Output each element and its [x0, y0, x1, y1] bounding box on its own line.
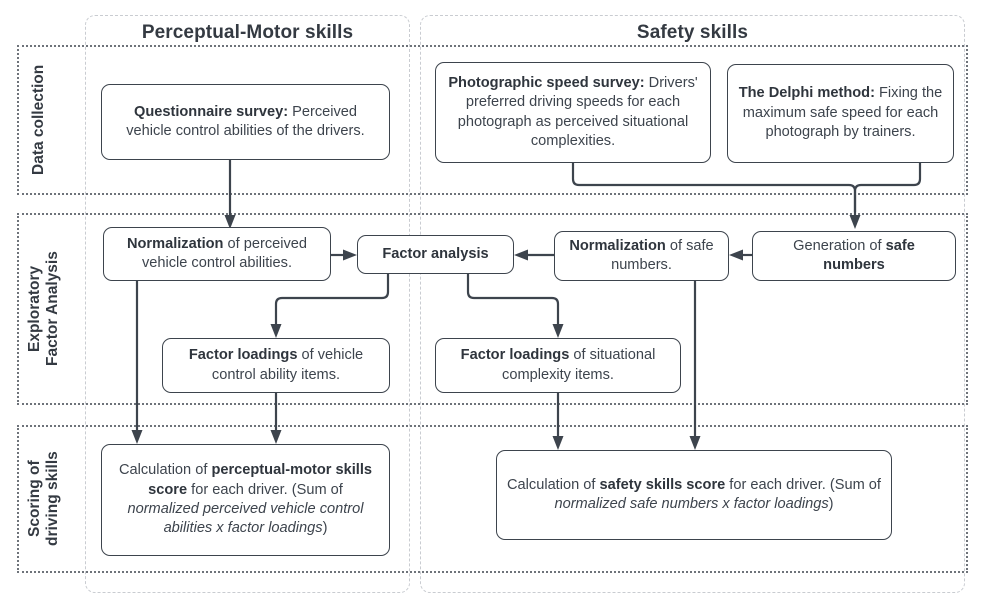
node-text: Calculation of safety skills score for e…	[507, 476, 881, 512]
node-text: Factor loadings of situational complexit…	[460, 347, 656, 383]
row-label-scoring: Scoring of driving skills	[26, 451, 61, 547]
node-normalization-safe-numbers[interactable]: Normalization of safe numbers.	[554, 231, 729, 281]
column-group-perceptual-motor	[85, 15, 410, 593]
node-generation-safe-numbers[interactable]: Generation of safe numbers	[752, 231, 956, 281]
node-delphi-method[interactable]: The Delphi method: Fixing the maximum sa…	[727, 64, 954, 163]
row-band-data-collection	[17, 45, 968, 195]
node-text: Factor loadings of vehicle control abili…	[188, 347, 364, 383]
node-text: Normalization of safe numbers.	[569, 237, 714, 273]
node-factor-loadings-vehicle[interactable]: Factor loadings of vehicle control abili…	[162, 338, 390, 393]
row-band-exploratory-factor-analysis	[17, 213, 968, 405]
column-group-safety	[420, 15, 965, 593]
column-title-perceptual-motor: Perceptual-Motor skills	[141, 22, 354, 43]
node-normalization-perceived[interactable]: Normalization of perceived vehicle contr…	[103, 227, 331, 281]
node-text: Questionnaire survey: Perceived vehicle …	[126, 103, 365, 139]
node-text: Normalization of perceived vehicle contr…	[126, 235, 308, 271]
node-safety-skills-score[interactable]: Calculation of safety skills score for e…	[496, 450, 892, 540]
node-text: The Delphi method: Fixing the maximum sa…	[738, 85, 943, 141]
column-title-safety: Safety skills	[636, 22, 749, 43]
row-label-data-collection: Data collection	[30, 64, 47, 176]
node-text: Factor analysis	[382, 245, 489, 262]
node-photographic-speed-survey[interactable]: Photographic speed survey: Drivers' pref…	[435, 62, 711, 163]
node-text: Photographic speed survey: Drivers' pref…	[448, 74, 698, 149]
row-label-exploratory-factor-analysis: Exploratory Factor Analysis	[26, 251, 61, 367]
node-perceptual-motor-score[interactable]: Calculation of perceptual-motor skills s…	[101, 444, 390, 556]
node-factor-loadings-situational[interactable]: Factor loadings of situational complexit…	[435, 338, 681, 393]
row-band-scoring	[17, 425, 968, 573]
node-text: Calculation of perceptual-motor skills s…	[118, 462, 373, 537]
node-factor-analysis[interactable]: Factor analysis	[357, 235, 514, 274]
node-text: Generation of safe numbers	[793, 237, 915, 273]
node-questionnaire-survey[interactable]: Questionnaire survey: Perceived vehicle …	[101, 84, 390, 160]
